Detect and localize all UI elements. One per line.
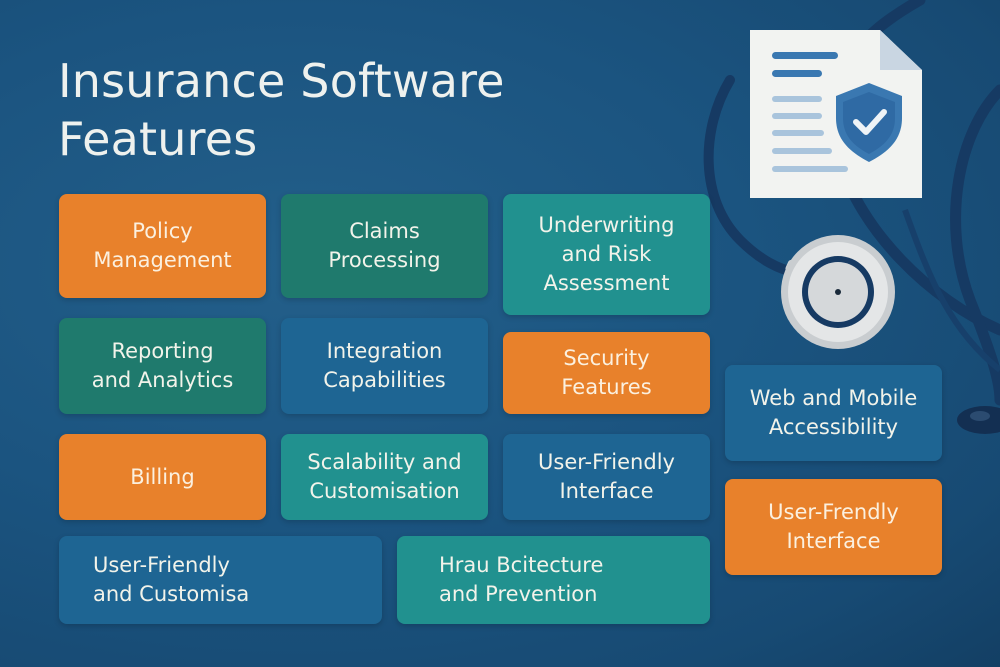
feature-tile-scalability-customisation: Scalability and Customisation [281,434,488,520]
feature-tile-billing: Billing [59,434,266,520]
feature-tile-claims-processing: Claims Processing [281,194,488,298]
feature-tile-web-mobile-accessibility: Web and Mobile Accessibility [725,365,942,461]
feature-tile-user-friendly-interface: User-Friendly Interface [503,434,710,520]
feature-tile-underwriting-risk: Underwriting and Risk Assessment [503,194,710,315]
feature-tile-fraud-detection-prevention: Hrau Bcitecture and Prevention [397,536,710,624]
feature-tile-user-friendly-customisation: User-Friendly and Customisa [59,536,382,624]
feature-tile-user-frendly-interface: User-Frendly Interface [725,479,942,575]
feature-tile-integration-capabilities: Integration Capabilities [281,318,488,414]
feature-tile-reporting-analytics: Reporting and Analytics [59,318,266,414]
feature-tile-policy-management: Policy Management [59,194,266,298]
page-title: Insurance Software Features [58,52,505,168]
feature-tile-security-features: Security Features [503,332,710,414]
title-line-1: Insurance Software [58,54,505,108]
title-line-2: Features [58,112,258,166]
